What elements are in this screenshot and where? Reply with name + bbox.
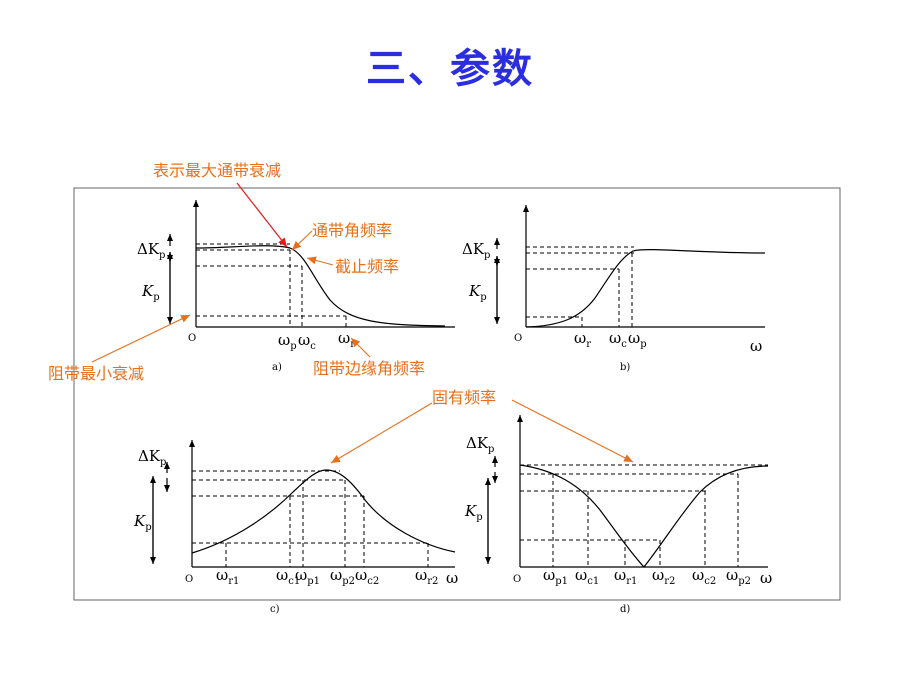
- arrow-cutoff-freq: [306, 256, 334, 266]
- panel-b-wp-label: ωp: [628, 329, 647, 350]
- panel-a-lowpass: ΔKp Kp O ωp ωc ωr a): [137, 200, 455, 373]
- panel-c-wp2-label: ωp2: [330, 566, 355, 587]
- arrow-min-stopband-attenuation: [91, 314, 191, 363]
- annotation-min-stopband-attenuation: 阻带最小衰减: [48, 364, 144, 383]
- panel-d-wp1-label: ωp1: [543, 566, 568, 587]
- panel-c-caption: c): [270, 604, 280, 615]
- panel-c-wc1-label: ωc1: [276, 566, 300, 587]
- panel-d-origin: O: [513, 574, 521, 585]
- panel-c-delta-k-label: ΔKp: [138, 447, 166, 468]
- panel-a-response-curve: [195, 245, 446, 327]
- slide-title: 三、参数: [366, 46, 534, 92]
- panel-c-wr1-label: ωr1: [216, 566, 239, 587]
- panel-d-wr1-label: ωr1: [614, 566, 637, 587]
- arrow-passband-edge-freq: [291, 230, 313, 251]
- panel-b-delta-k-label: ΔKp: [462, 240, 490, 261]
- panel-b-origin: O: [514, 333, 522, 344]
- panel-b-wr-label: ωr: [574, 329, 591, 350]
- panel-d-bandstop: ΔKp Kp O ωp1 ωc1 ωr1 ωr2 ωc2 ωp2 ω d): [464, 415, 772, 615]
- arrow-natural-freq-bandpass: [330, 402, 433, 464]
- panel-a-delta-k-label: ΔKp: [137, 240, 165, 261]
- annotation-cutoff-freq: 截止频率: [335, 257, 399, 276]
- panel-d-k-label: Kp: [464, 502, 483, 523]
- panel-d-wc1-label: ωc1: [575, 566, 599, 587]
- panel-d-omega-axis-label: ω: [760, 569, 772, 587]
- annotations: 表示最大通带衰减 通带角频率 截止频率 阻带最小衰减 阻带边缘角频率 固有频率: [48, 161, 634, 464]
- panel-b-k-label: Kp: [468, 282, 487, 303]
- panel-c-bandpass: ΔKp Kp O ωr1 ωc1 ωp1 ωp2 ωc2 ωr2 ω c): [133, 440, 458, 615]
- panel-d-wr2-label: ωr2: [652, 566, 675, 587]
- panel-d-wc2-label: ωc2: [692, 566, 716, 587]
- panel-c-k-label: Kp: [133, 512, 152, 533]
- panel-b-highpass: ΔKp Kp O ωr ωc ωp ω b): [462, 205, 766, 373]
- panel-b-response-curve: [525, 249, 766, 328]
- panel-d-delta-k-label: ΔKp: [466, 434, 494, 455]
- arrow-stopband-edge-freq: [350, 337, 371, 358]
- annotation-stopband-edge-freq: 阻带边缘角频率: [313, 359, 425, 378]
- panel-b-caption: b): [620, 362, 630, 373]
- panel-a-wc-label: ωc: [298, 331, 316, 352]
- annotation-natural-freq: 固有频率: [432, 388, 496, 407]
- panel-a-caption: a): [272, 362, 282, 373]
- panel-b-omega-axis-label: ω: [750, 337, 762, 355]
- panel-c-wc2-label: ωc2: [355, 566, 379, 587]
- panel-b-wc-label: ωc: [609, 329, 627, 350]
- annotation-passband-edge-freq: 通带角频率: [312, 221, 392, 240]
- figure-frame: [73, 187, 841, 601]
- panel-a-k-label: Kp: [141, 282, 160, 303]
- panel-d-response-curve: [519, 464, 769, 568]
- panel-a-wp-label: ωp: [278, 331, 297, 352]
- panel-c-wp1-label: ωp1: [295, 566, 320, 587]
- panel-c-origin: O: [185, 574, 193, 585]
- arrow-natural-freq-bandstop: [511, 399, 634, 463]
- annotation-max-passband-attenuation: 表示最大通带衰减: [153, 161, 281, 180]
- panel-d-caption: d): [620, 604, 630, 615]
- panel-d-wp2-label: ωp2: [726, 566, 751, 587]
- panel-a-origin: O: [188, 333, 196, 344]
- panel-c-wr2-label: ωr2: [415, 566, 438, 587]
- panel-c-omega-axis-label: ω: [446, 569, 458, 587]
- panel-c-response-curve: [191, 469, 456, 554]
- arrow-max-passband-attenuation: [236, 182, 288, 248]
